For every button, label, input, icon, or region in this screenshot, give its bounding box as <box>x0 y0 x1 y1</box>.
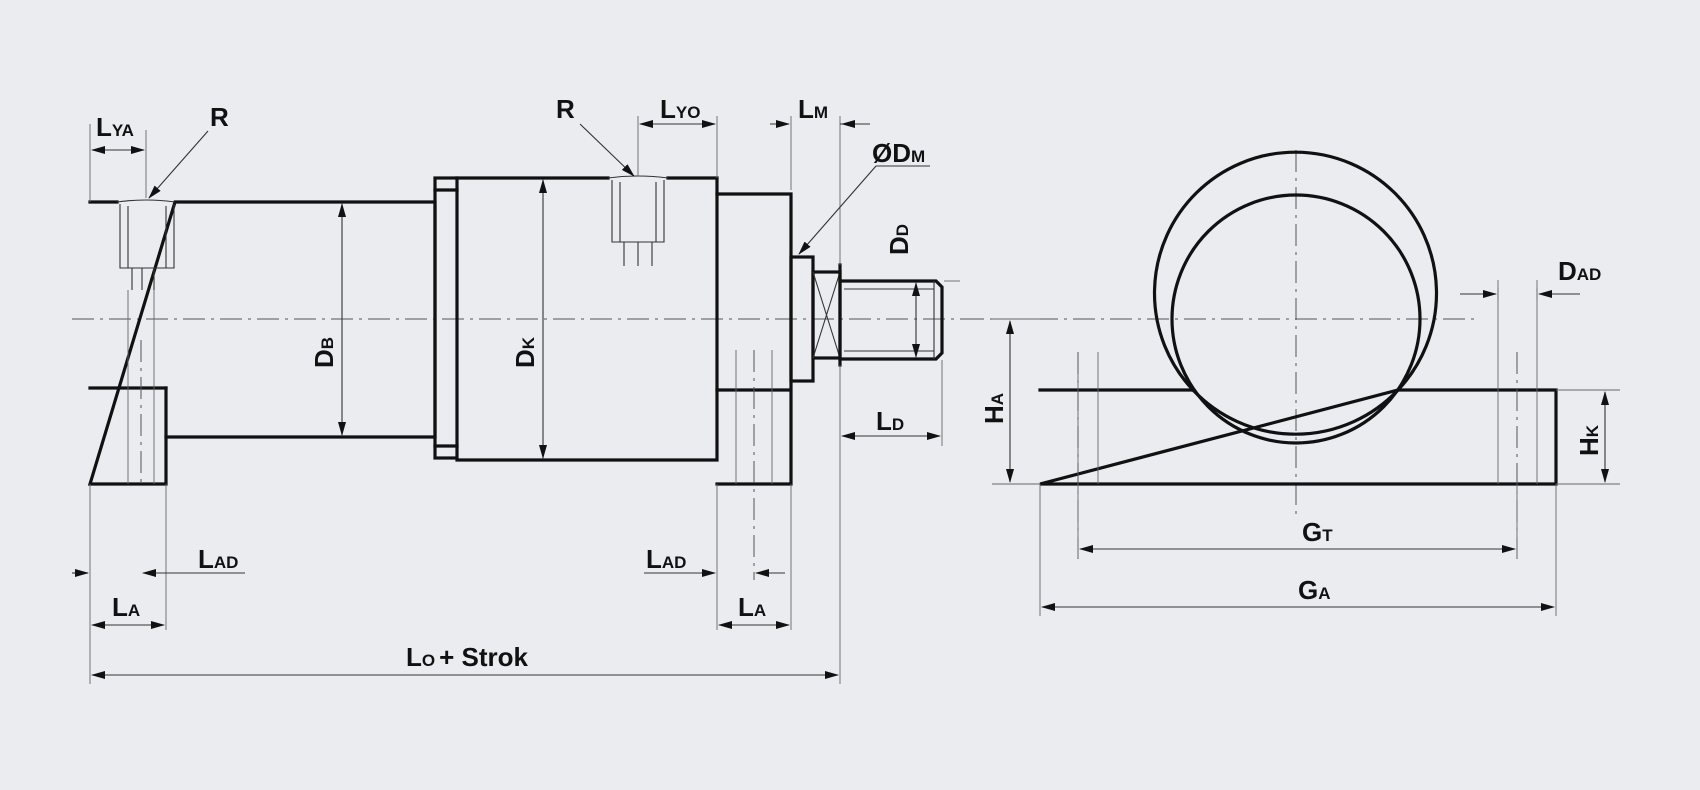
label-la-right: LA <box>738 592 766 622</box>
cylinder-body-outline <box>87 200 437 486</box>
label-lya: LYA <box>96 112 134 142</box>
label-dk: DK <box>510 336 540 368</box>
inner-ring <box>1170 193 1422 445</box>
outer-ring <box>1152 150 1439 393</box>
label-ha: HA <box>979 393 1009 424</box>
base-plate <box>1038 388 1558 486</box>
rear-port <box>116 199 176 290</box>
end-view <box>962 150 1620 616</box>
dimension-lines <box>72 120 941 679</box>
label-lad-right: LAD <box>646 544 686 574</box>
label-r-left: R <box>210 102 229 132</box>
label-ga: GA <box>1298 575 1331 605</box>
label-lad-left: LAD <box>198 544 238 574</box>
label-db: DB <box>309 337 339 368</box>
odm-leader <box>798 165 877 255</box>
end-view-extension-lines <box>992 280 1620 616</box>
extension-lines <box>89 116 960 684</box>
label-gt: GT <box>1302 517 1333 547</box>
label-ld: LD <box>876 406 904 436</box>
side-view <box>72 116 980 684</box>
label-la-left: LA <box>112 592 140 622</box>
label-odm: ØDM <box>872 138 925 168</box>
front-port <box>607 175 669 266</box>
end-view-dimension-lines <box>1006 290 1609 611</box>
r-right-leader <box>579 123 635 177</box>
label-dd: DD <box>884 224 914 255</box>
front-body <box>455 176 719 462</box>
label-hk: HK <box>1574 424 1604 456</box>
tube-flange <box>433 176 459 460</box>
label-dad: DAD <box>1558 256 1601 286</box>
rod-thread <box>838 279 944 361</box>
label-lm: LM <box>798 94 828 124</box>
r-left-leader <box>148 130 209 199</box>
label-r-right: R <box>556 94 575 124</box>
wrench-flat-cross <box>812 271 841 359</box>
dimension-labels: LYA R R LYO LM ØDM DD DB DK LD LAD LAD L… <box>96 94 1604 672</box>
label-lo-strok: LO+ Strok <box>406 642 529 672</box>
label-lyo: LYO <box>660 94 700 124</box>
outer-ring-lower <box>1190 387 1401 436</box>
leader-lines <box>148 123 930 255</box>
